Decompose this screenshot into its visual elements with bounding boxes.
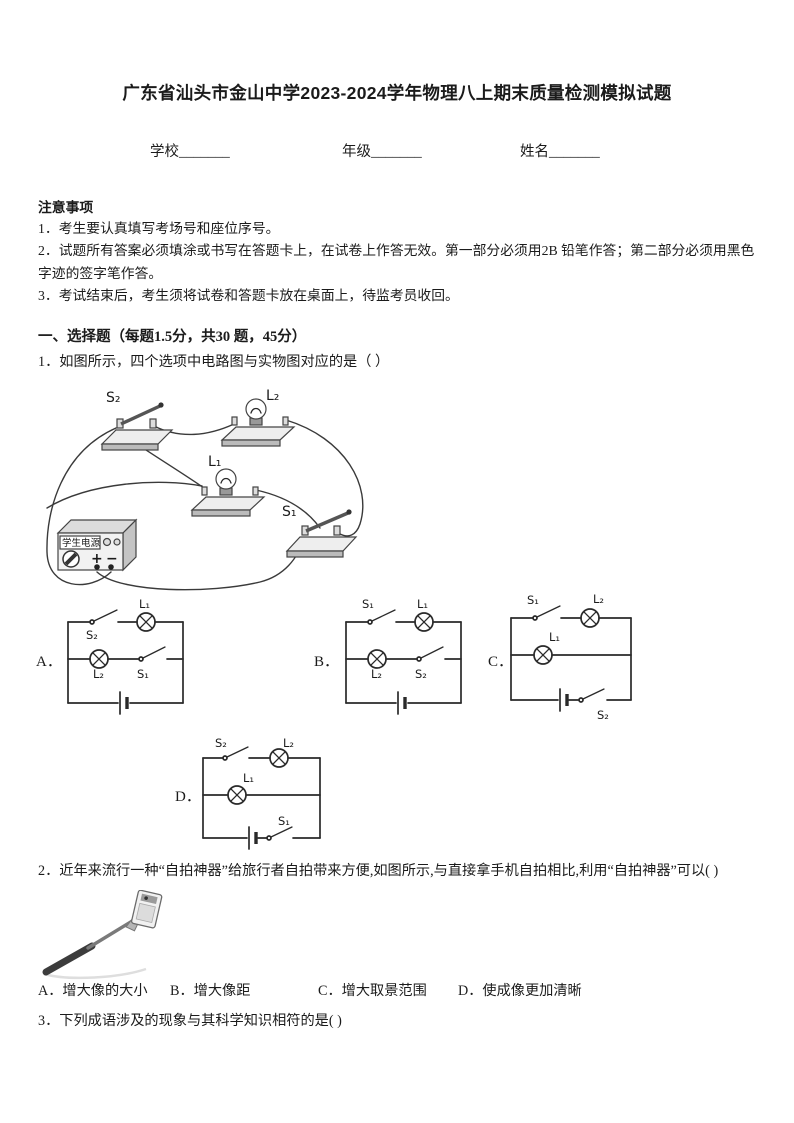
d-switch-top-label: S₂ bbox=[215, 738, 227, 750]
label-s2: S₂ bbox=[106, 390, 121, 406]
bulb-l2 bbox=[220, 398, 296, 447]
section1-heading: 一、选择题（每题1.5分，共30 题，45分） bbox=[38, 329, 307, 345]
circuit-option-b: S₁ L₁ L₂ S₂ bbox=[345, 597, 462, 715]
page-title: 广东省汕头市金山中学2023-2024学年物理八上期末质量检测模拟试题 bbox=[122, 83, 672, 103]
a-bulb-mid-label: L₂ bbox=[93, 667, 104, 681]
notice-heading: 注意事项 bbox=[38, 200, 94, 215]
q2-option-a: A．增大像的大小 bbox=[38, 983, 148, 999]
phone bbox=[125, 890, 163, 932]
camera-lens bbox=[144, 896, 148, 900]
label-s1: S₁ bbox=[282, 504, 297, 520]
wire bbox=[285, 419, 364, 537]
b-bulb-mid-label: L₂ bbox=[371, 667, 382, 681]
d-bulb-mid-label: L₁ bbox=[243, 771, 254, 785]
minus-terminal bbox=[108, 564, 114, 570]
wire bbox=[96, 539, 304, 591]
wire bbox=[46, 427, 117, 586]
shadow bbox=[43, 967, 147, 980]
notice-list: 1．考生要认真填写考场号和座位序号。 2．试题所有答案必须填涂或书写在答题卡上，… bbox=[38, 218, 766, 308]
c-bulb-top-label: L₂ bbox=[593, 592, 604, 606]
q2-selfie-stick-figure bbox=[42, 890, 163, 980]
q1-real-circuit-figure: S₂ L₂ L₁ bbox=[46, 388, 364, 591]
d-bulb-top-label: L₂ bbox=[283, 738, 294, 750]
b-switch-mid-label: S₂ bbox=[415, 667, 427, 681]
bulb-l1 bbox=[190, 468, 266, 517]
grade-field: 年级_______ bbox=[342, 144, 422, 160]
option-d-letter: D． bbox=[175, 789, 201, 805]
a-bulb-top-label: L₁ bbox=[139, 597, 150, 611]
notice-item-3: 3．考试结束后，考生须将试卷和答题卡放在桌面上，待监考员收回。 bbox=[38, 288, 459, 304]
option-b-letter: B． bbox=[314, 654, 340, 670]
circuit-option-d: S₂ L₂ L₁ S₁ bbox=[202, 738, 321, 850]
wire bbox=[46, 481, 203, 509]
minus-terminal-label: − bbox=[106, 551, 118, 567]
option-a-letter: A． bbox=[36, 654, 62, 670]
switch-s1 bbox=[285, 509, 358, 558]
c-switch-bottom-label: S₂ bbox=[597, 708, 609, 722]
plus-terminal-label: + bbox=[91, 551, 103, 567]
question-2-text: 2．近年来流行一种“自拍神器”给旅行者自拍带来方便,如图所示,与直接拿手机自拍相… bbox=[38, 863, 719, 879]
d-switch-bottom-label: S₁ bbox=[278, 814, 290, 828]
label-l2: L₂ bbox=[266, 388, 279, 404]
power-supply: 学生电源 + − bbox=[56, 518, 138, 572]
notice-item-1: 1．考生要认真填写考场号和座位序号。 bbox=[38, 221, 280, 236]
b-switch-top-label: S₁ bbox=[362, 597, 374, 611]
q2-option-c: C．增大取景范围 bbox=[318, 983, 427, 999]
b-bulb-top-label: L₁ bbox=[417, 597, 428, 611]
name-field: 姓名_______ bbox=[520, 144, 600, 160]
school-field: 学校_______ bbox=[150, 144, 230, 160]
label-l1: L₁ bbox=[208, 454, 221, 470]
c-bulb-mid-label: L₁ bbox=[549, 630, 560, 644]
question-1-text: 1．如图所示，四个选项中电路图与实物图对应的是（ ） bbox=[38, 354, 390, 370]
notice-item-2: 2．试题所有答案必须填涂或书写在答题卡上，在试卷上作答无效。第一部分必须用2B … bbox=[38, 243, 755, 281]
stick-pole bbox=[86, 918, 136, 950]
circuit-option-c: S₁ L₂ L₁ S₂ bbox=[510, 592, 632, 722]
power-supply-label: 学生电源 bbox=[62, 537, 101, 549]
circuit-option-a: L₁ S₂ L₂ S₁ bbox=[67, 597, 184, 715]
a-switch-mid-label: S₁ bbox=[137, 667, 149, 681]
c-switch-top-label: S₁ bbox=[527, 593, 539, 607]
question-3-text: 3．下列成语涉及的现象与其科学知识相符的是( ) bbox=[38, 1013, 342, 1029]
stick-handle bbox=[42, 942, 96, 976]
option-c-letter: C． bbox=[488, 654, 514, 670]
switch-s2 bbox=[100, 402, 174, 451]
q2-option-d: D．使成像更加清晰 bbox=[458, 983, 582, 999]
wire bbox=[255, 489, 321, 529]
q2-option-b: B．增大像距 bbox=[170, 983, 251, 999]
a-switch-top-label: S₂ bbox=[86, 628, 98, 642]
plus-terminal bbox=[94, 564, 100, 570]
